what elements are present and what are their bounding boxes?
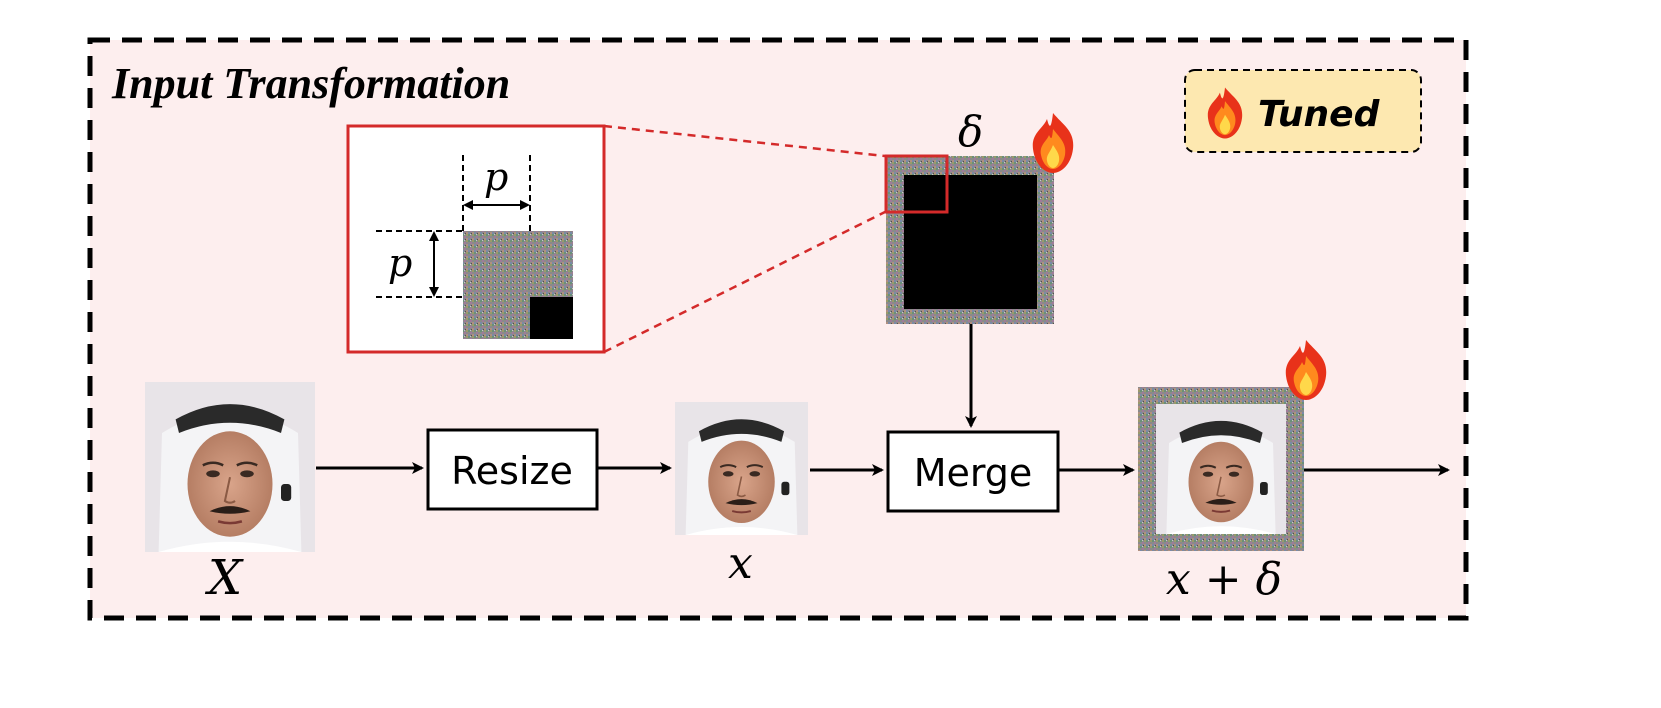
diagram-title: Input Transformation: [111, 59, 510, 108]
output-image-label: x + δ: [1166, 554, 1282, 605]
merge-label: Merge: [914, 451, 1033, 495]
perturbation-delta: [884, 154, 1054, 324]
resize-node: Resize: [426, 428, 599, 511]
input-image-label: X: [204, 550, 244, 606]
legend-label: Tuned: [1258, 94, 1381, 135]
zoom-highlight: [884, 154, 949, 214]
merge-node: Merge: [886, 430, 1060, 513]
padding-width-label: p: [484, 155, 508, 199]
resized-image-label: x: [728, 538, 753, 589]
resize-label: Resize: [451, 449, 573, 493]
resized-image: [674, 401, 809, 536]
inset-black-region: [530, 297, 573, 339]
padding-height-label: p: [388, 241, 412, 285]
input-image: [143, 380, 317, 554]
zoom-connector-top: [603, 124, 886, 158]
perturbation-label: δ: [958, 107, 983, 156]
zoom-connector-bottom: [603, 210, 886, 354]
output-image: [1138, 387, 1304, 551]
zoom-inset: p p: [346, 124, 606, 354]
legend-tuned: Tuned: [1184, 69, 1422, 153]
